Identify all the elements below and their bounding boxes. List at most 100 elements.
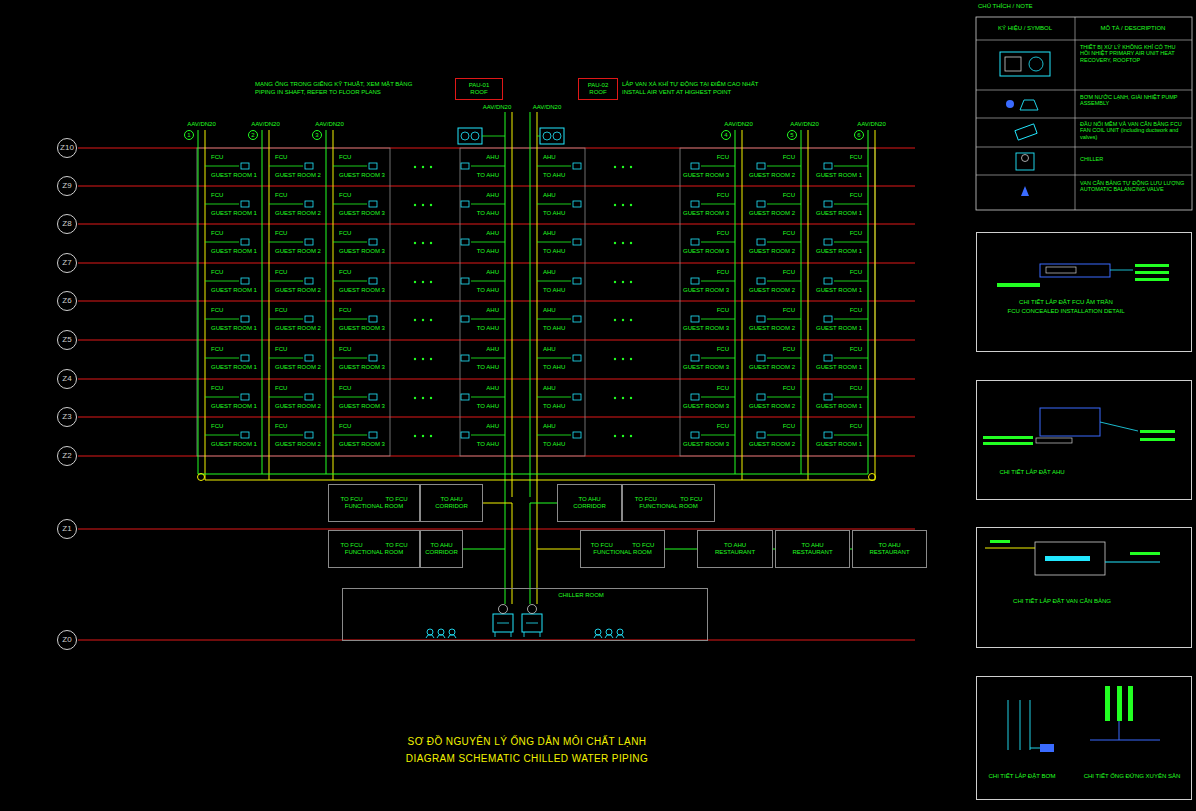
terminal-unit-symbol xyxy=(241,432,249,438)
room-box: TO AHURESTAURANT xyxy=(852,530,927,568)
room-label: GUEST ROOM 3 xyxy=(339,248,385,255)
unit-label: AHU xyxy=(486,307,499,314)
room-text: TO AHU xyxy=(578,496,600,503)
branch-pipe xyxy=(537,242,571,243)
pump-icon xyxy=(449,629,455,635)
room-text: FUNCTIONAL ROOM xyxy=(583,549,662,556)
continuation-dot xyxy=(622,435,624,437)
unit-label: AHU xyxy=(543,192,556,199)
legend-text: VAN CÂN BẰNG TỰ ĐỘNG LƯU LƯỢNG AUTOMATIC… xyxy=(1080,180,1186,193)
air-handling-unit-fan xyxy=(471,132,479,140)
pump-icon-base xyxy=(605,635,613,638)
pipe-connector xyxy=(537,549,580,588)
continuation-dot xyxy=(630,319,632,321)
branch-pipe xyxy=(767,166,801,167)
floor-level-line xyxy=(78,379,915,380)
unit-label: FCU xyxy=(339,269,351,276)
room-label: GUEST ROOM 3 xyxy=(339,403,385,410)
terminal-unit-symbol xyxy=(369,201,377,207)
room-label: GUEST ROOM 2 xyxy=(749,403,795,410)
equipment-tag: PAU-01 xyxy=(469,82,490,89)
supply-header xyxy=(198,474,868,475)
room-label: GUEST ROOM 1 xyxy=(211,210,257,217)
level-name: Z2 xyxy=(62,451,71,460)
branch-pipe xyxy=(269,166,303,167)
terminal-unit-symbol xyxy=(691,394,699,400)
continuation-dot xyxy=(614,281,616,283)
equipment-tag: ROOF xyxy=(458,89,500,96)
pipe-connector xyxy=(463,549,505,588)
continuation-dot xyxy=(614,358,616,360)
detail-drawing-unit xyxy=(1035,542,1105,575)
level-name: Z8 xyxy=(62,219,71,228)
level-marker: Z9 xyxy=(57,176,77,196)
branch-pipe xyxy=(333,166,367,167)
unit-label: FCU xyxy=(275,385,287,392)
room-label: GUEST ROOM 1 xyxy=(816,364,862,371)
pump-icon xyxy=(595,629,601,635)
unit-label: AHU xyxy=(543,423,556,430)
unit-label: FCU xyxy=(850,385,862,392)
detail-drawing-bar xyxy=(1117,686,1122,721)
room-label: GUEST ROOM 2 xyxy=(275,248,321,255)
continuation-dot xyxy=(622,242,624,244)
terminal-unit-symbol xyxy=(461,163,469,169)
detail-drawing-bar xyxy=(990,540,1010,543)
terminal-unit-symbol xyxy=(757,432,765,438)
level-name: Z9 xyxy=(62,181,71,190)
room-label: GUEST ROOM 2 xyxy=(275,210,321,217)
branch-pipe xyxy=(471,319,505,320)
supply-riser xyxy=(326,130,327,474)
room-label: GUEST ROOM 2 xyxy=(749,364,795,371)
room-box: TO AHURESTAURANT xyxy=(697,530,773,568)
terminal-unit-symbol xyxy=(824,316,832,322)
room-text: RESTAURANT xyxy=(700,549,770,556)
room-label: TO AHU xyxy=(543,441,565,448)
pump-icon xyxy=(606,629,612,635)
terminal-unit-symbol xyxy=(757,278,765,284)
unit-label: FCU xyxy=(211,423,223,430)
unit-label: AHU xyxy=(486,154,499,161)
branch-pipe xyxy=(537,204,571,205)
unit-label: FCU xyxy=(783,423,795,430)
room-text: TO AHU xyxy=(724,542,746,549)
room-label: GUEST ROOM 2 xyxy=(749,210,795,217)
return-riser xyxy=(875,130,876,480)
terminal-unit-symbol xyxy=(305,394,313,400)
unit-label: FCU xyxy=(850,423,862,430)
detail-drawing-bar xyxy=(1105,686,1110,721)
legend-row-line xyxy=(976,147,1192,148)
unit-label: AHU xyxy=(486,423,499,430)
detail-drawing-pipe xyxy=(1105,562,1160,563)
detail-drawing-pump xyxy=(1040,744,1054,752)
pump-icon xyxy=(438,629,444,635)
terminal-unit-symbol xyxy=(573,278,581,284)
detail-drawing-unit xyxy=(1040,264,1110,277)
terminal-unit-symbol xyxy=(461,316,469,322)
branch-pipe xyxy=(471,242,505,243)
note-text: PIPING IN SHAFT, REFER TO FLOOR PLANS xyxy=(255,89,381,96)
return-riser xyxy=(205,130,206,480)
continuation-dot xyxy=(414,242,416,244)
room-box: TO FCUTO FCUFUNCTIONAL ROOM xyxy=(622,484,715,522)
chiller-connection xyxy=(530,589,531,604)
chiller-icon-part xyxy=(495,632,496,637)
unit-label: FCU xyxy=(275,346,287,353)
legend-text: THIẾT BỊ XỬ LÝ KHÔNG KHÍ CÓ THU HỒI NHIỆ… xyxy=(1080,44,1186,63)
return-riser xyxy=(808,130,809,480)
floor-level-line xyxy=(78,224,915,225)
continuation-dot xyxy=(622,358,624,360)
unit-label: AHU xyxy=(486,269,499,276)
unit-label: FCU xyxy=(717,423,729,430)
terminal-unit-symbol xyxy=(691,316,699,322)
room-text: CORRIDOR xyxy=(560,503,619,510)
room-label: GUEST ROOM 1 xyxy=(211,325,257,332)
room-text: TO FCU xyxy=(340,542,362,549)
pump-icon xyxy=(427,629,433,635)
unit-label: AHU xyxy=(543,346,556,353)
room-label: GUEST ROOM 3 xyxy=(339,210,385,217)
pump-icon-base xyxy=(594,635,602,638)
continuation-dot xyxy=(630,281,632,283)
